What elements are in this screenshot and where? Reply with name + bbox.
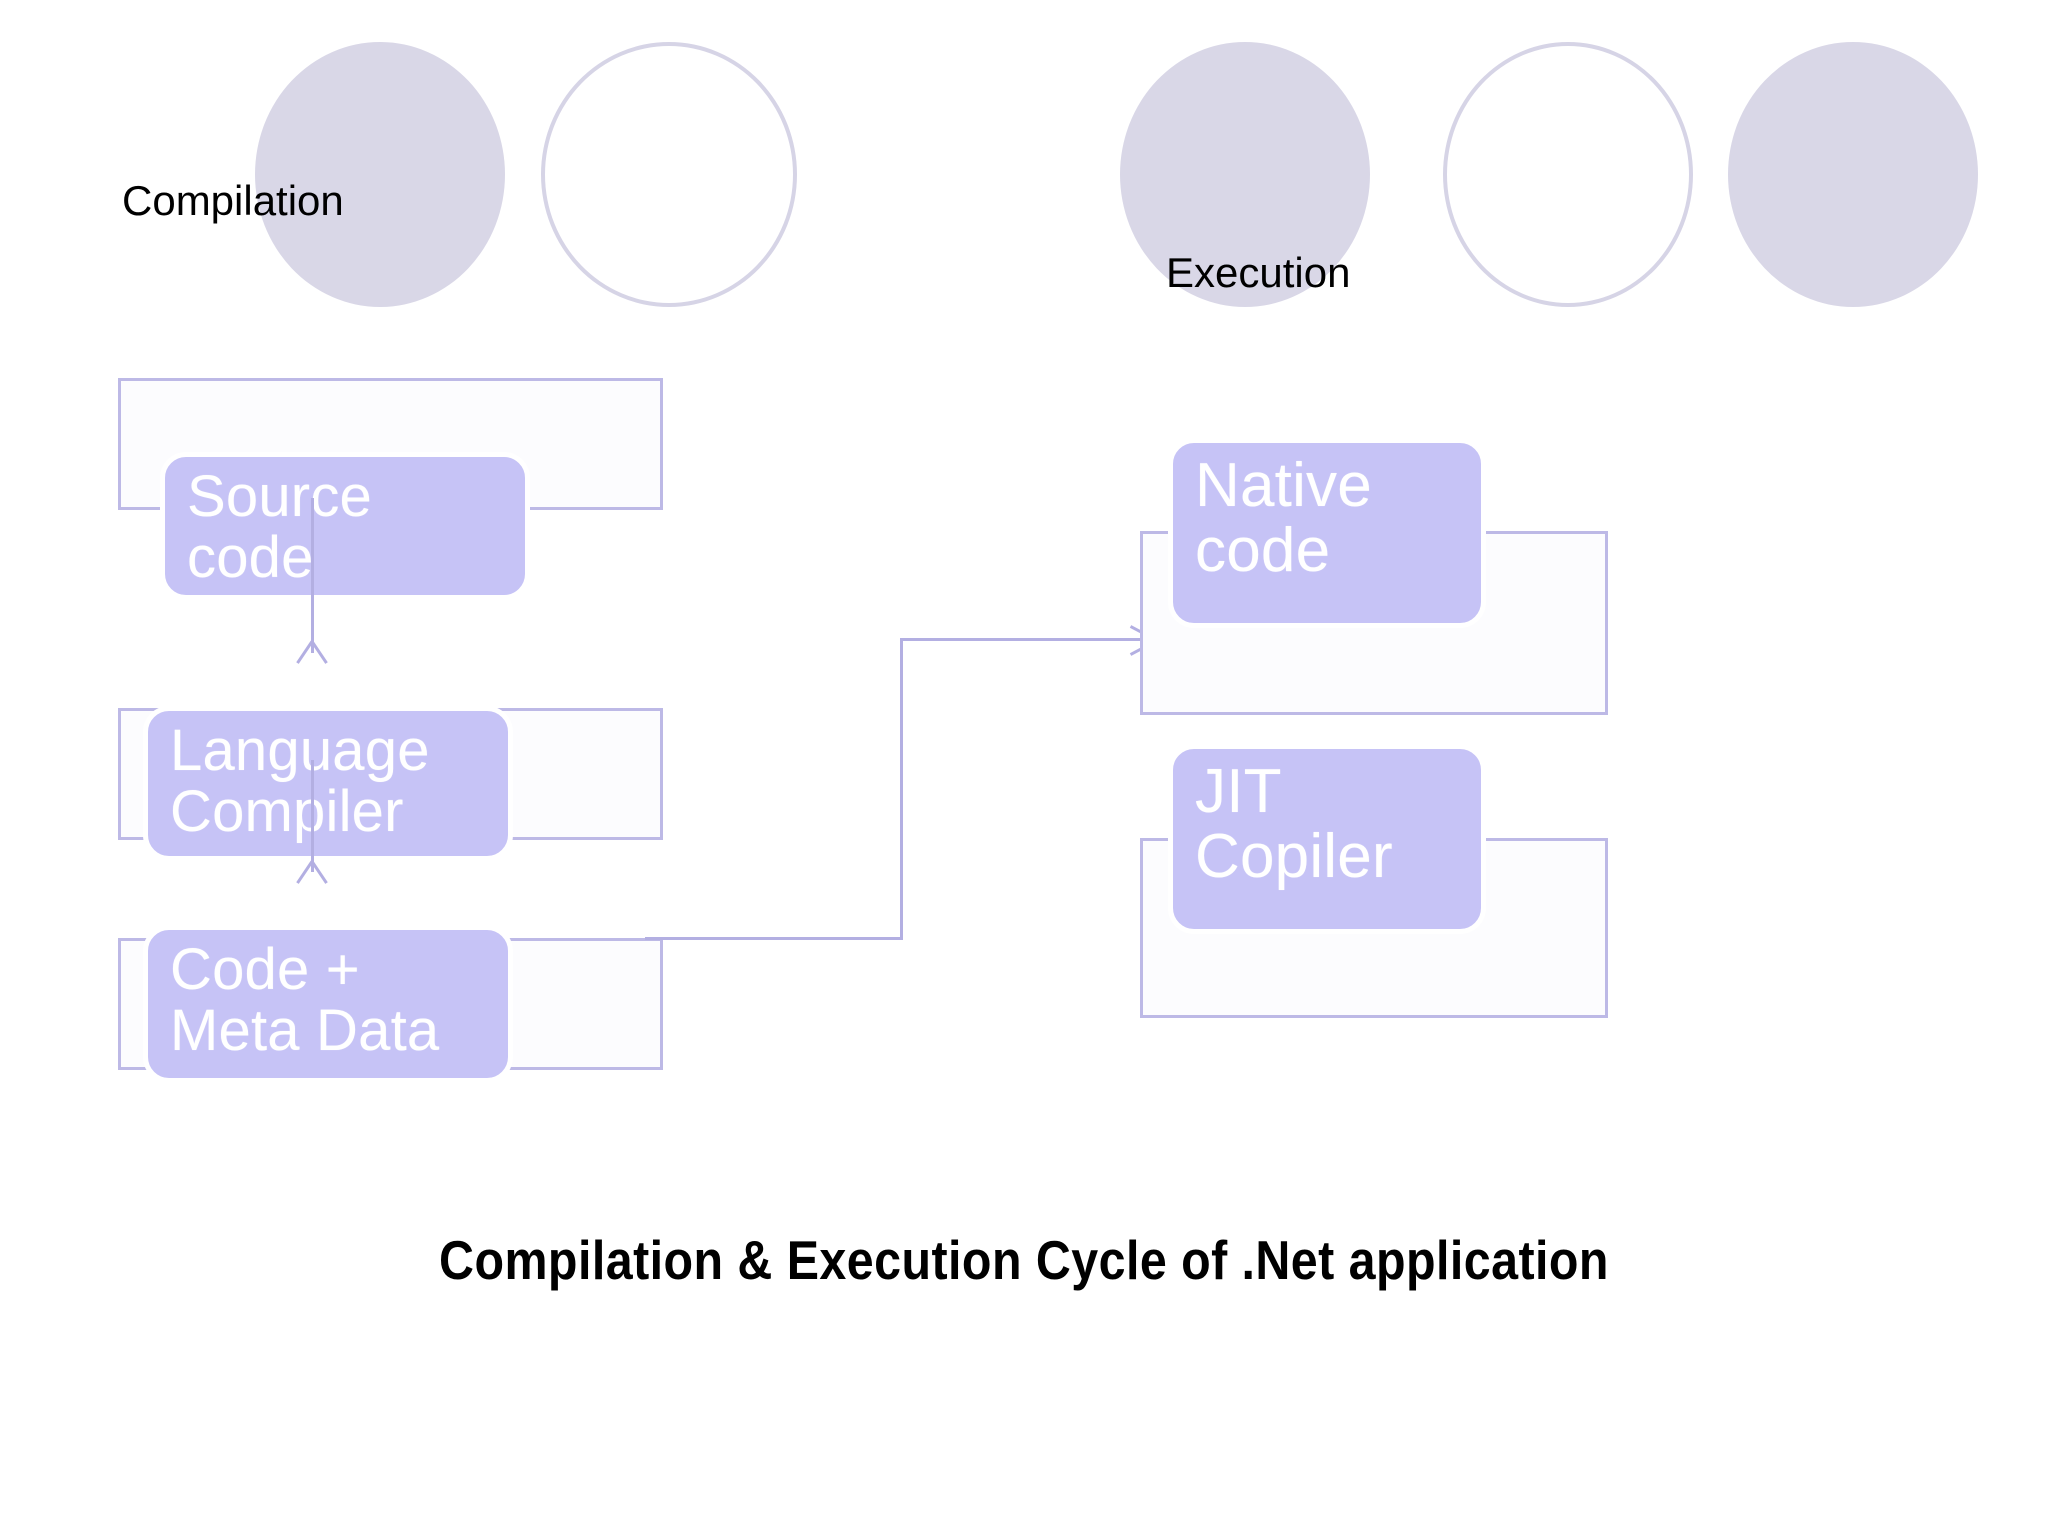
edge-source-to-compiler-line xyxy=(311,498,314,653)
node-native-code[interactable]: Native code xyxy=(1168,438,1486,628)
node-code-metadata[interactable]: Code + Meta Data xyxy=(143,925,513,1083)
edge-compiler-to-metadata-line xyxy=(311,760,314,872)
node-source-code-line1: Source xyxy=(187,464,372,529)
diagram-title: Compilation & Execution Cycle of .Net ap… xyxy=(439,1229,1609,1291)
node-native-code-line2: code xyxy=(1195,516,1331,586)
edge-metadata-to-native-segment-1 xyxy=(645,937,903,940)
decorative-circle-2 xyxy=(541,42,797,307)
section-label-execution: Execution xyxy=(1166,249,1351,296)
node-jit-compiler-line1: JIT xyxy=(1195,757,1282,826)
section-label-compilation: Compilation xyxy=(122,177,344,224)
node-jit-compiler-line2: Copiler xyxy=(1195,822,1393,892)
decorative-circle-1 xyxy=(255,42,505,307)
node-language-compiler-line1: Language xyxy=(170,718,430,783)
edge-metadata-to-native-segment-2 xyxy=(900,638,903,940)
node-code-metadata-line2: Meta Data xyxy=(170,997,440,1063)
node-source-code-line2: code xyxy=(187,524,314,590)
edge-metadata-to-native-segment-3 xyxy=(900,638,1150,641)
decorative-circle-4 xyxy=(1443,42,1693,307)
decorative-circle-5 xyxy=(1728,42,1978,307)
node-source-code[interactable]: Source code xyxy=(160,452,530,600)
node-jit-compiler[interactable]: JIT Copiler xyxy=(1168,744,1486,934)
node-native-code-line1: Native xyxy=(1195,451,1372,520)
node-code-metadata-line1: Code + xyxy=(170,937,360,1002)
node-language-compiler-line2: Compiler xyxy=(170,778,404,844)
node-language-compiler[interactable]: Language Compiler xyxy=(143,706,513,861)
decorative-circle-3 xyxy=(1120,42,1370,307)
